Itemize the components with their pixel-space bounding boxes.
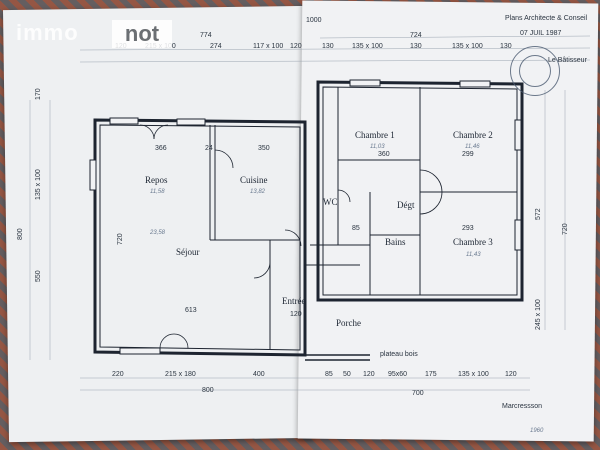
watermark-text-immo: immo (16, 20, 79, 45)
room-label-cuisine: Cuisine (240, 175, 268, 185)
dim-left-4: 720 (117, 233, 124, 245)
dim-bottom-9: 120 (505, 371, 517, 378)
dim-entree-width: 120 (290, 311, 302, 318)
area-chambre3: 11,43 (466, 252, 481, 258)
dim-right-1: 245 x 100 (535, 299, 542, 330)
dim-bottom-6: 95x60 (388, 371, 407, 378)
walls-left-inner (99, 124, 301, 351)
dim-top-overall: 1000 (306, 17, 322, 24)
room-label-chambre2: Chambre 2 (453, 130, 493, 140)
dim-top-8: 135 x 100 (452, 43, 483, 50)
door-swings (139, 124, 443, 349)
dim-bottom-3: 85 (325, 371, 333, 378)
dim-bottom-total-right: 700 (412, 390, 424, 397)
dim-bottom-0: 220 (112, 371, 124, 378)
header-sub-note: Le Bâtisseur (548, 57, 588, 64)
watermark-logo: immo not (16, 20, 172, 50)
note-signature: 1960 (530, 428, 544, 434)
area-sejour: 23,58 (149, 230, 166, 236)
dim-top-2: 274 (210, 43, 222, 50)
room-label-chambre3: Chambre 3 (453, 237, 493, 247)
room-label-chambre1: Chambre 1 (355, 130, 395, 140)
dim-right-0: 572 (535, 208, 542, 220)
header-top-note: Plans Architecte & Conseil (505, 15, 588, 22)
header-date-stamp: 07 JUIL 1987 (520, 30, 561, 37)
room-label-wc: WC (323, 197, 338, 207)
dim-top-3: 117 x 100 (253, 43, 283, 50)
room-label-bains: Bains (385, 237, 406, 247)
area-chambre1: 11,03 (370, 144, 385, 150)
dim-right-2: 720 (562, 223, 569, 235)
dim-cuisine-width: 350 (258, 145, 270, 152)
dims-left: 170 135 x 100 550 800 720 (17, 88, 124, 282)
dim-top-total-right: 724 (410, 32, 422, 39)
dim-bottom-2: 400 (253, 371, 265, 378)
dims-top: 120 215 x 100 274 117 x 100 120 130 135 … (115, 17, 512, 50)
dimension-lines-bottom (80, 377, 530, 391)
dim-bottom-4: 50 (343, 371, 351, 378)
dim-sejour-width: 613 (185, 307, 197, 314)
official-stamp (510, 46, 560, 96)
room-label-repos: Repos (145, 175, 168, 185)
dim-top-5: 130 (322, 43, 334, 50)
dim-left-2: 550 (35, 270, 42, 282)
dims-bottom: 220 215 x 180 400 85 50 120 95x60 175 13… (112, 371, 517, 397)
dim-repos-width: 366 (155, 145, 167, 152)
dim-bottom-5: 120 (363, 371, 375, 378)
dim-top-6: 135 x 100 (352, 43, 383, 50)
dim-gap: 24 (205, 145, 213, 152)
dim-left-1: 135 x 100 (35, 169, 42, 200)
porch-steps (305, 354, 370, 361)
room-label-degt: Dégt (397, 200, 415, 210)
dim-left-3: 800 (17, 228, 24, 240)
dim-bottom-1: 215 x 180 (165, 371, 196, 378)
dim-bains-width: 85 (352, 225, 360, 232)
note-cressonniere: Marcressson (502, 403, 542, 410)
area-repos: 11,58 (150, 189, 165, 195)
watermark-text-not: not (112, 20, 172, 48)
dim-top-4: 120 (290, 43, 302, 50)
dim-bottom-total-left: 800 (202, 387, 214, 394)
dims-right: 572 245 x 100 720 (535, 208, 569, 330)
area-cuisine: 13,82 (250, 189, 266, 195)
room-label-sejour: Séjour (176, 247, 200, 257)
dim-chambre1-width: 360 (378, 151, 390, 158)
dim-chambre2-width: 299 (462, 151, 474, 158)
dimension-lines-sides (29, 90, 566, 360)
walls-right-inner (305, 86, 518, 296)
dim-left-0: 170 (35, 88, 42, 100)
dim-top-7: 130 (410, 43, 422, 50)
room-label-porche: Porche (336, 318, 361, 328)
dim-top-total-left: 774 (200, 32, 212, 39)
area-chambre2: 11,46 (465, 144, 480, 150)
dimension-lines-top (79, 35, 591, 63)
dim-bottom-7: 175 (425, 371, 437, 378)
dim-chambre3-width: 293 (462, 225, 474, 232)
walls-left (93, 118, 307, 357)
dim-bottom-8: 135 x 100 (458, 371, 489, 378)
official-stamp-inner (519, 55, 551, 87)
dim-top-9: 130 (500, 43, 512, 50)
walls-right (316, 80, 524, 302)
note-plateau: plateau bois (380, 351, 418, 358)
room-label-entree: Entrée (282, 296, 305, 306)
windows (89, 79, 522, 355)
